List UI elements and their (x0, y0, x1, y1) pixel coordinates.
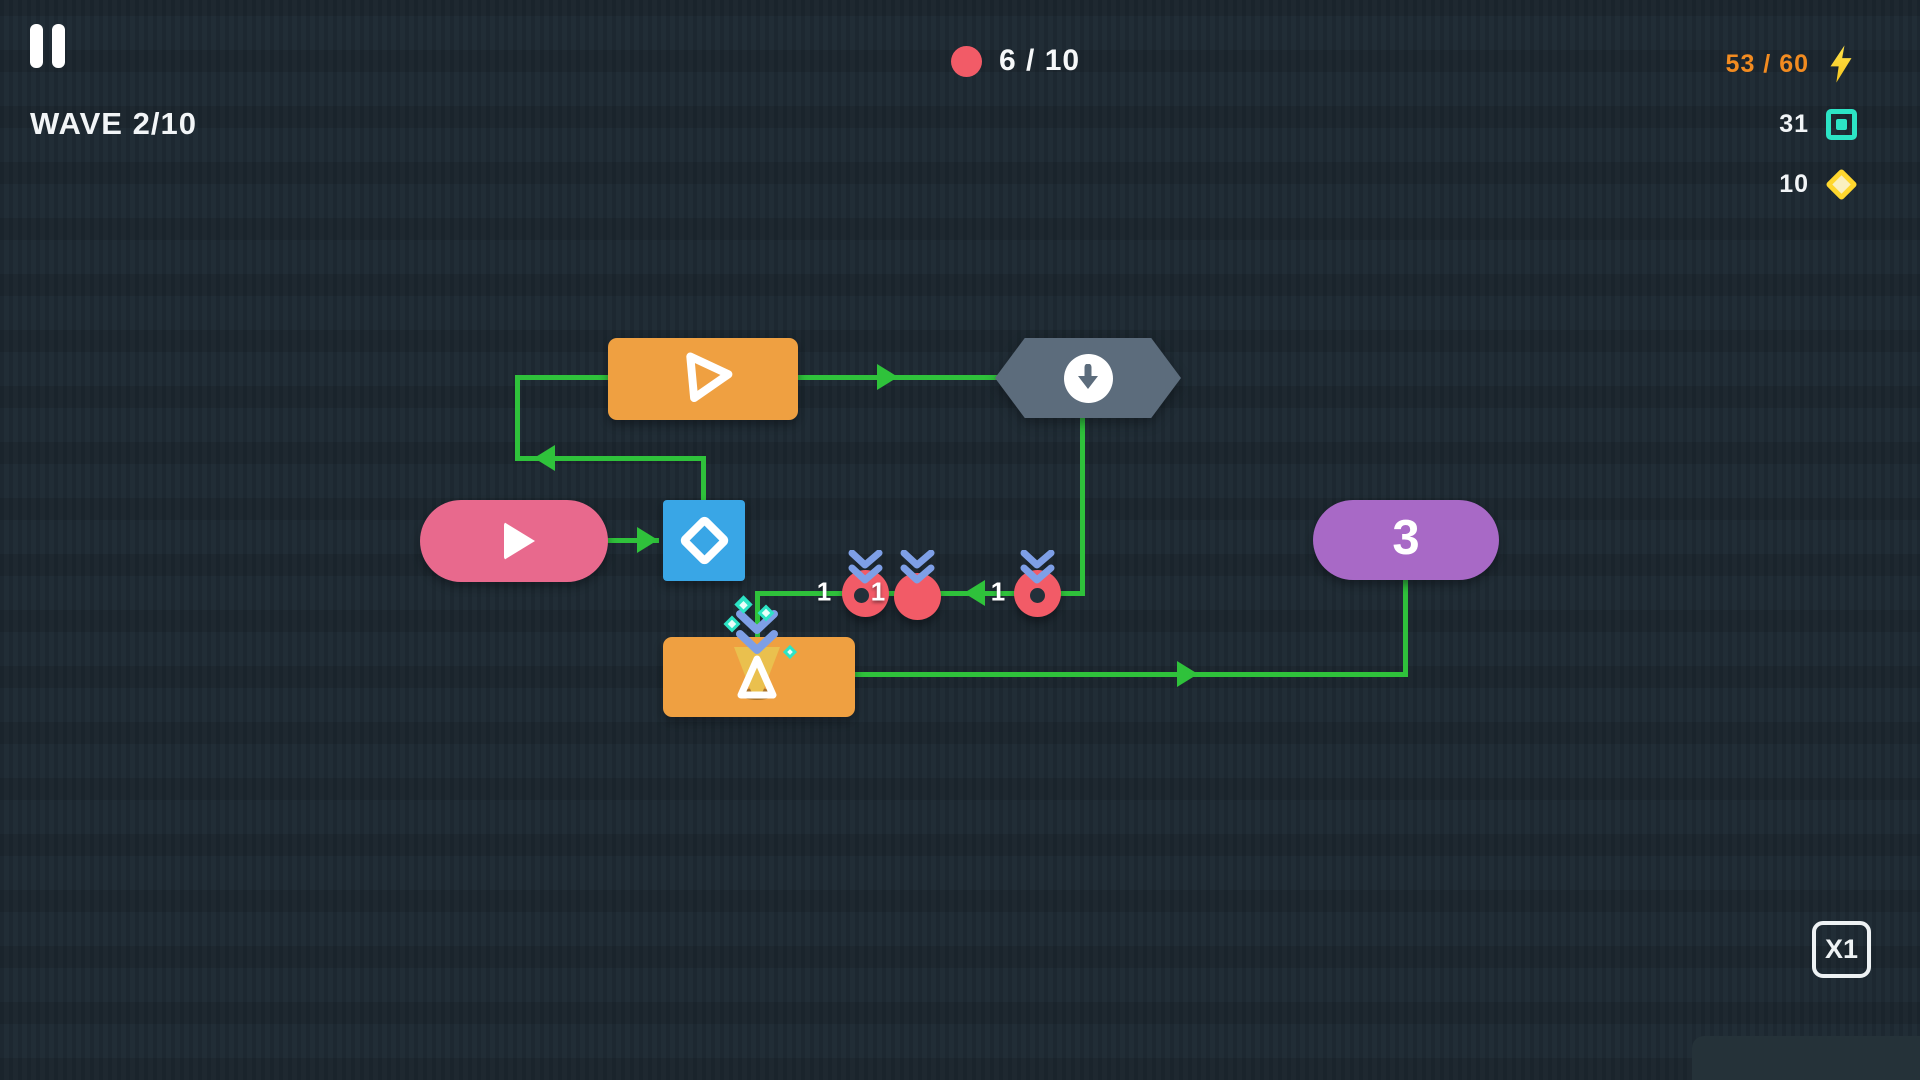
enemy-dot-icon (951, 45, 982, 77)
enemy-hp-label: 1 (870, 576, 886, 607)
wire-segment (515, 456, 706, 461)
modules-resource: 31 (1779, 105, 1858, 143)
wire-segment (755, 591, 760, 639)
double-chevron-down-icon (899, 550, 936, 588)
wire-segment (855, 672, 1408, 677)
enemy-counter-value: 6 / 10 (999, 44, 1081, 77)
resource-panel: 53 / 60 31 10 (1726, 45, 1858, 203)
start-node[interactable] (420, 500, 608, 582)
gems-value: 10 (1779, 169, 1809, 198)
wire-arrow-left-icon (964, 580, 985, 606)
diamond-outline-icon (677, 514, 731, 567)
router-node[interactable] (608, 338, 798, 420)
play-icon (503, 522, 535, 560)
wire-arrow-right-icon (637, 527, 658, 553)
counter-node[interactable]: 3 (1313, 500, 1499, 580)
wire-segment (797, 375, 1000, 380)
corner-panel (1692, 1036, 1920, 1080)
wire-arrow-right-icon (877, 364, 898, 390)
wire-arrow-right-icon (1177, 661, 1198, 687)
modules-value: 31 (1779, 109, 1809, 138)
wire-segment (515, 375, 520, 461)
wire-segment (701, 456, 706, 502)
counter-node-value: 3 (1392, 511, 1420, 565)
gems-resource: 10 (1779, 165, 1858, 203)
wire-segment (1403, 579, 1408, 675)
enemy-hp-label: 1 (990, 576, 1006, 607)
pause-icon (30, 24, 43, 68)
pause-button[interactable] (30, 24, 78, 70)
diamond-icon (1824, 167, 1858, 201)
enemy-counter: 6 / 10 (951, 44, 1080, 78)
square-in-square-icon (1824, 108, 1858, 140)
enemy-hole (854, 588, 869, 603)
double-chevron-down-icon (847, 550, 884, 588)
triangle-outline-icon (670, 346, 736, 412)
wire-arrow-left-icon (534, 445, 555, 471)
sink-node[interactable] (995, 338, 1181, 418)
enemy-hole (1030, 588, 1045, 603)
energy-resource: 53 / 60 (1726, 45, 1858, 83)
down-arrow-circle-icon (1063, 353, 1113, 403)
wire-segment (515, 375, 610, 380)
speed-toggle-button[interactable]: X1 (1812, 921, 1871, 978)
pause-icon (52, 24, 65, 68)
wire-segment (1080, 416, 1085, 596)
wire-segment (607, 538, 659, 543)
double-chevron-down-icon (734, 610, 780, 662)
wave-label: WAVE 2/10 (30, 106, 197, 141)
enemy-hp-label: 1 (816, 576, 832, 607)
energy-value: 53 / 60 (1725, 49, 1809, 78)
condition-node[interactable] (663, 500, 745, 581)
double-chevron-down-icon (1019, 550, 1056, 588)
trap-triangle-icon (735, 653, 779, 701)
lightning-icon (1824, 45, 1858, 83)
